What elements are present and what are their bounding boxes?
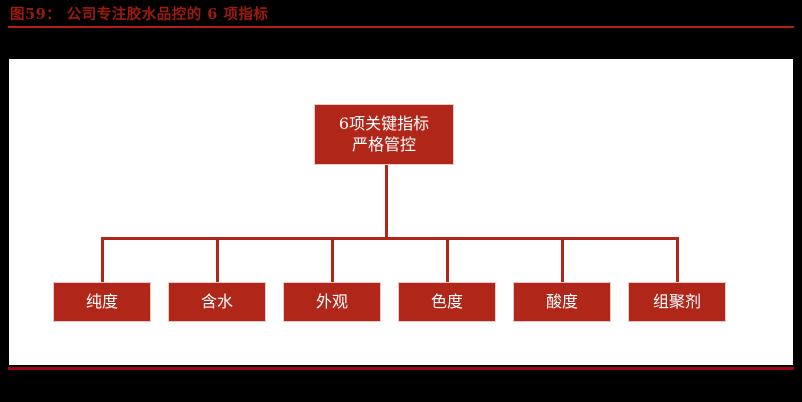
leaf-node-label: 纯度 xyxy=(85,291,118,311)
leaf-node-acidity[interactable]: 酸度 xyxy=(513,282,611,322)
connector-drop-6 xyxy=(676,237,679,282)
leaf-node-label: 组聚剂 xyxy=(652,291,701,311)
connector-drop-5 xyxy=(561,237,564,282)
connector-drop-4 xyxy=(446,237,449,282)
root-node-line-1: 6项关键指标 xyxy=(338,114,430,134)
leaf-node-appearance[interactable]: 外观 xyxy=(283,282,381,322)
leaf-node-purity[interactable]: 纯度 xyxy=(53,282,151,322)
title-divider-rule xyxy=(8,26,794,28)
leaf-node-moisture[interactable]: 含水 xyxy=(168,282,266,322)
leaf-node-label: 酸度 xyxy=(545,291,578,311)
figure-header: 图59： 公司专注胶水品控的 6 项指标 xyxy=(0,0,802,30)
leaf-node-label: 色度 xyxy=(430,291,463,311)
figure-title: 图59： 公司专注胶水品控的 6 项指标 xyxy=(10,6,269,23)
connector-root-stem xyxy=(385,165,388,239)
leaf-node-aggregant[interactable]: 组聚剂 xyxy=(628,282,726,322)
leaf-node-label: 含水 xyxy=(200,291,233,311)
connector-drop-1 xyxy=(101,237,104,282)
diagram-canvas: 6项关键指标 严格管控 纯度 含水 外观 色度 酸度 组聚剂 xyxy=(8,58,794,366)
connector-drop-2 xyxy=(216,237,219,282)
leaf-node-label: 外观 xyxy=(315,291,348,311)
root-node[interactable]: 6项关键指标 严格管控 xyxy=(314,104,454,165)
header-black-band xyxy=(0,29,802,58)
footer-divider-rule xyxy=(8,367,794,370)
connector-horizontal-bus xyxy=(101,237,676,240)
connector-drop-3 xyxy=(331,237,334,282)
root-node-line-2: 严格管控 xyxy=(351,134,416,154)
footer-black-band xyxy=(0,370,802,402)
leaf-node-chroma[interactable]: 色度 xyxy=(398,282,496,322)
